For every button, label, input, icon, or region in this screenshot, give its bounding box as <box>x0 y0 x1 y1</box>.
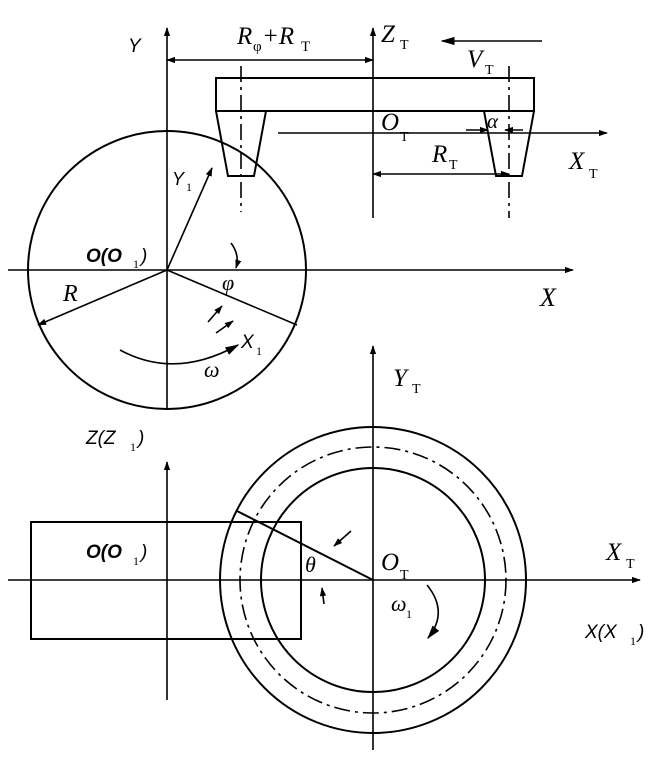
label-origin-close: ) <box>139 246 147 267</box>
label-rphi: R <box>236 23 252 50</box>
x1-pointer-2 <box>215 320 234 334</box>
label-ot: O <box>381 109 399 136</box>
label-alpha: α <box>487 109 499 133</box>
label-omega1: ω <box>391 591 407 616</box>
label-omega: ω <box>204 357 220 382</box>
label-origin-bottom: O(O <box>86 542 122 563</box>
label-yt-sub: T <box>412 382 421 397</box>
x1-axis <box>166 269 298 326</box>
label-rt-sub: T <box>449 158 458 173</box>
label-origin-bottom-sub: 1 <box>133 554 139 568</box>
label-y: Y <box>128 36 142 57</box>
top-view: Y X Y 1 O(O 1 ) R φ X 1 ω R φ +R T Z T V… <box>8 21 608 410</box>
label-xt-bottom: X <box>605 539 623 566</box>
label-origin: O(O <box>86 246 122 267</box>
tool-inner-ring <box>260 467 486 693</box>
omega-arc <box>119 344 240 365</box>
label-rphi-sub: φ <box>253 39 262 55</box>
label-x1: X <box>240 332 255 353</box>
y1-axis <box>166 167 213 271</box>
label-xt-bottom-sub: T <box>626 557 635 572</box>
label-ot-bottom: O <box>381 549 399 576</box>
label-vt: V <box>467 46 485 73</box>
label-ot-bottom-sub: T <box>400 568 409 583</box>
theta-arrow-bottom <box>319 587 327 605</box>
label-vt-sub: T <box>485 63 494 78</box>
label-x: X <box>539 283 557 312</box>
label-x-bottom: X(X <box>584 622 618 643</box>
theta-line <box>236 510 374 581</box>
label-x-bottom-close: ) <box>636 622 644 643</box>
tool-outer-ring <box>219 426 527 734</box>
label-xt: X <box>568 148 586 175</box>
theta-arrow-top <box>333 530 352 547</box>
label-y1: Y <box>172 169 186 189</box>
label-z-close: ) <box>136 428 144 449</box>
label-z-sub: 1 <box>130 440 136 454</box>
label-xt-sub: T <box>589 167 598 182</box>
phi-arc <box>230 242 242 269</box>
tool-bar <box>215 77 535 112</box>
label-omega1-sub: 1 <box>406 607 412 621</box>
x1-pointer-1 <box>207 305 223 323</box>
label-z: Z(Z <box>85 428 117 449</box>
label-zt-sub: T <box>400 38 409 53</box>
label-origin-sub: 1 <box>133 257 139 271</box>
label-r: R <box>62 281 78 307</box>
label-ot-sub: T <box>400 130 409 145</box>
label-zt: Z <box>381 21 396 48</box>
label-plus-rt: +R <box>262 23 294 50</box>
label-y1-sub: 1 <box>186 180 192 194</box>
label-x1-sub: 1 <box>256 344 262 358</box>
label-plus-rt-sub: T <box>301 39 310 55</box>
label-phi: φ <box>222 270 234 295</box>
label-rt: R <box>431 141 447 168</box>
workpiece-rect <box>30 521 302 640</box>
label-yt: Y <box>393 365 410 392</box>
label-x-bottom-sub: 1 <box>630 634 636 648</box>
label-theta: θ <box>305 552 316 577</box>
radius-line <box>37 269 168 326</box>
label-origin-bottom-close: ) <box>139 542 147 563</box>
bottom-view: Y T Z(Z 1 ) O(O 1 ) θ O T X T ω 1 X(X 1 … <box>8 345 644 750</box>
omega1-arc <box>426 584 440 640</box>
tool-mid-ring <box>239 446 507 714</box>
